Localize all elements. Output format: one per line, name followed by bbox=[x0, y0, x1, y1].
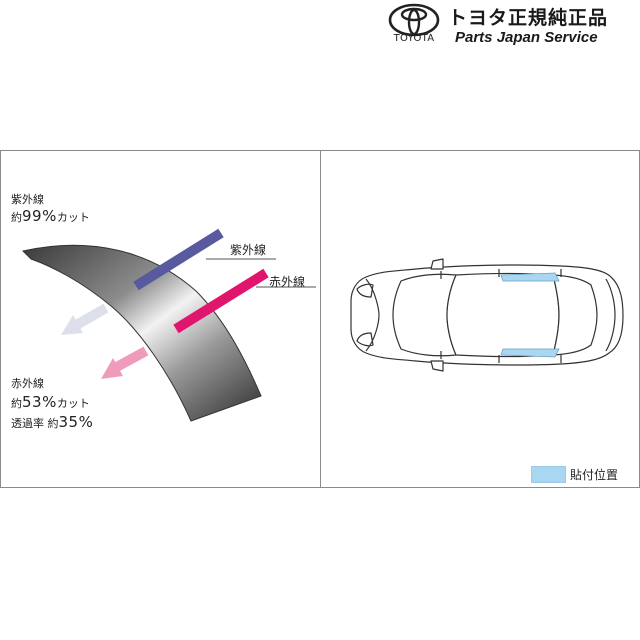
car-topview-icon bbox=[350, 258, 624, 372]
trans-value: 35% bbox=[58, 413, 94, 431]
uv-arrow-icon bbox=[61, 303, 109, 335]
toyota-emblem-icon bbox=[388, 3, 440, 37]
ir-block-title: 赤外線 bbox=[11, 377, 44, 390]
brand-title-en: Parts Japan Service bbox=[455, 29, 598, 46]
car-diagram-panel: 貼付位置 bbox=[320, 150, 640, 488]
uv-block-title: 紫外線 bbox=[11, 193, 44, 206]
uv-cut-rate: 約99%カット bbox=[11, 207, 90, 225]
legend: 貼付位置 bbox=[531, 465, 618, 483]
film-position-rear-right bbox=[500, 348, 560, 358]
film-diagram-panel: 紫外線 約99%カット 紫外線 赤外線 赤外線 約53%カット 透過率 約35% bbox=[0, 150, 321, 488]
ir-cut-value: 53% bbox=[22, 393, 57, 411]
uv-cut-suffix: カット bbox=[56, 211, 90, 224]
ir-cut-rate: 約53%カット bbox=[11, 393, 93, 413]
ir-label: 赤外線 bbox=[269, 275, 306, 289]
uv-ray bbox=[133, 228, 224, 291]
uv-cut-value: 99% bbox=[22, 207, 57, 225]
ir-block: 赤外線 約53%カット 透過率 約35% bbox=[11, 374, 93, 433]
legend-label: 貼付位置 bbox=[570, 467, 619, 482]
ir-cut-suffix: カット bbox=[56, 397, 90, 410]
film-diagram bbox=[22, 228, 316, 422]
film-sheet bbox=[22, 244, 262, 422]
ir-arrow-icon bbox=[101, 346, 149, 379]
legend-swatch bbox=[531, 465, 566, 483]
trans-prefix: 約 bbox=[47, 417, 59, 430]
brand-title-jp: トヨタ正規純正品 bbox=[448, 7, 609, 29]
uv-label: 紫外線 bbox=[230, 243, 267, 257]
ir-transmittance: 透過率 約35% bbox=[11, 413, 93, 433]
header: TOYOTA トヨタ正規純正品 Parts Japan Service bbox=[0, 0, 640, 60]
uv-block: 紫外線 約99%カット bbox=[11, 191, 90, 225]
logo-wordmark: TOYOTA bbox=[393, 33, 435, 44]
film-position-rear-left bbox=[500, 272, 560, 282]
trans-label: 透過率 bbox=[11, 417, 44, 430]
uv-cut-prefix: 約 bbox=[11, 211, 22, 224]
ir-ray bbox=[173, 268, 269, 334]
ir-cut-prefix: 約 bbox=[11, 397, 22, 410]
